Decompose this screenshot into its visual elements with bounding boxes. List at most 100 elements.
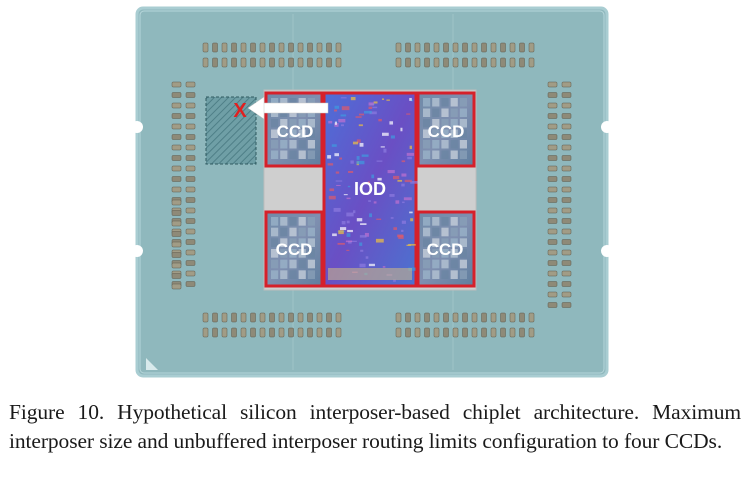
capacitor-pad <box>185 218 196 224</box>
capacitor-pad <box>547 155 558 161</box>
capacitor-pad <box>561 81 572 88</box>
capacitor-pad <box>171 176 182 182</box>
capacitor-pad <box>462 312 468 323</box>
capacitor-pad <box>561 302 572 308</box>
capacitor-pad <box>297 57 304 68</box>
capacitor-pad <box>395 327 402 338</box>
capacitor-pad <box>221 327 228 338</box>
capacitor-pad <box>171 283 182 290</box>
capacitor-pad <box>561 176 572 182</box>
capacitor-pad <box>316 327 323 338</box>
capacitor-pad <box>500 312 506 323</box>
capacitor-pad <box>326 312 332 323</box>
capacitor-pad <box>481 42 487 53</box>
capacitor-pad <box>561 92 572 98</box>
capacitor-pad <box>561 102 572 109</box>
capacitor-pad <box>250 57 256 68</box>
capacitor-pad <box>443 327 449 338</box>
capacitor-pad <box>335 57 342 68</box>
capacitor-pad <box>414 57 421 68</box>
capacitor-pad <box>307 57 313 68</box>
capacitor-pad <box>519 57 525 68</box>
capacitor-pad <box>471 57 478 68</box>
capacitor-pad <box>231 312 237 323</box>
capacitor-pad <box>231 327 237 338</box>
blocked-ccd-slot <box>205 96 257 165</box>
ccd-label-top-right: CCD <box>428 122 465 141</box>
capacitor-pad <box>250 42 256 53</box>
capacitor-pad <box>452 57 459 68</box>
capacitor-pad <box>171 199 182 206</box>
capacitor-pad <box>547 102 558 109</box>
capacitor-pad <box>202 312 209 323</box>
capacitor-pad <box>481 327 487 338</box>
capacitor-pad <box>395 57 402 68</box>
capacitor-pad <box>490 312 497 323</box>
capacitor-pad <box>443 57 449 68</box>
capacitor-pad <box>547 207 558 214</box>
capacitor-pad <box>547 176 558 182</box>
ccd-bottom-right <box>416 210 476 288</box>
capacitor-pad <box>405 312 411 323</box>
capacitor-pad <box>326 327 332 338</box>
capacitor-pad <box>185 186 196 193</box>
capacitor-pad <box>269 312 275 323</box>
capacitor-pad <box>547 123 558 130</box>
capacitor-pad <box>561 218 572 224</box>
capacitor-pad <box>500 327 506 338</box>
capacitor-pad <box>250 327 256 338</box>
package-diagram: X CCD CCD CCD CCD IOD <box>135 6 609 378</box>
capacitor-pad <box>547 302 558 308</box>
capacitor-pad <box>462 42 468 53</box>
capacitor-pad <box>335 42 342 53</box>
capacitor-pad <box>443 312 449 323</box>
capacitor-pad <box>443 42 449 53</box>
capacitor-pad <box>519 312 525 323</box>
capacitor-pad <box>278 57 285 68</box>
capacitor-pad <box>171 123 182 130</box>
capacitor-pad <box>185 207 196 214</box>
capacitor-pad <box>171 113 182 119</box>
capacitor-pad <box>414 42 421 53</box>
capacitor-pad <box>405 57 411 68</box>
capacitor-pad <box>561 113 572 119</box>
capacitor-pad <box>231 57 237 68</box>
capacitor-pad <box>185 281 196 287</box>
capacitor-pad <box>269 42 275 53</box>
capacitor-pad <box>240 327 247 338</box>
capacitor-pad <box>171 262 182 269</box>
capacitor-pad <box>278 312 285 323</box>
capacitor-pad <box>490 57 497 68</box>
capacitor-pad <box>414 327 421 338</box>
capacitor-pad <box>561 197 572 203</box>
capacitor-pad <box>519 327 525 338</box>
capacitor-pad <box>259 57 266 68</box>
capacitor-pad <box>171 92 182 98</box>
capacitor-pad <box>462 57 468 68</box>
capacitor-pad <box>561 270 572 277</box>
capacitor-pad <box>278 42 285 53</box>
capacitor-pad <box>212 42 218 53</box>
capacitor-pad <box>297 42 304 53</box>
capacitor-pad <box>171 210 182 216</box>
capacitor-pad <box>433 57 440 68</box>
capacitor-pad <box>547 228 558 235</box>
capacitor-pad <box>547 260 558 266</box>
capacitor-pad <box>561 165 572 172</box>
capacitor-pad <box>171 186 182 193</box>
capacitor-pad <box>269 57 275 68</box>
capacitor-pad <box>528 327 535 338</box>
capacitor-pad <box>185 165 196 172</box>
capacitor-pad <box>171 165 182 172</box>
capacitor-pad <box>471 42 478 53</box>
capacitor-pad <box>297 327 304 338</box>
capacitor-pad <box>212 312 218 323</box>
capacitor-pad <box>259 327 266 338</box>
capacitor-pad <box>433 42 440 53</box>
iod-label: IOD <box>354 179 386 199</box>
capacitor-pad <box>316 312 323 323</box>
capacitor-pad <box>307 312 313 323</box>
capacitor-pad <box>452 42 459 53</box>
capacitor-pad <box>288 327 294 338</box>
capacitor-pad <box>288 312 294 323</box>
